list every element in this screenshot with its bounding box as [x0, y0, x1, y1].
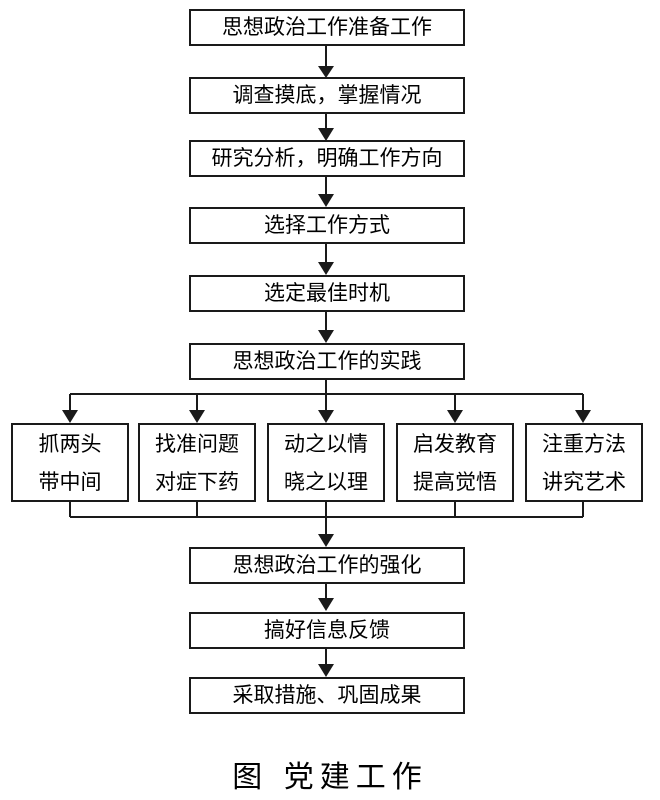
method-5-line2: 讲究艺术 [542, 469, 626, 494]
step-investigate-label: 调查摸底，掌握情况 [232, 83, 422, 107]
arrowhead [318, 194, 334, 207]
method-1-line2: 带中间 [38, 469, 102, 494]
step-practice-label: 思想政治工作的实践 [232, 349, 422, 373]
method-2-line2: 对症下药 [155, 469, 239, 494]
arrowhead [318, 598, 334, 611]
step-investigate-box: 调查摸底，掌握情况 [189, 77, 465, 114]
arrowhead [318, 66, 334, 78]
method-box-5: 注重方法 讲究艺术 [525, 423, 643, 502]
step-prepare-box: 思想政治工作准备工作 [189, 9, 465, 46]
arrowhead [318, 128, 334, 141]
step-choose-method-label: 选择工作方式 [264, 213, 390, 237]
arrowhead [318, 330, 334, 343]
arrowhead [318, 410, 334, 423]
method-box-3: 动之以情 晓之以理 [267, 423, 385, 502]
arrowhead [318, 664, 334, 677]
figure-caption: 图 党建工作 [232, 760, 428, 795]
arrowhead [447, 410, 463, 423]
method-3-line1: 动之以情 [284, 431, 368, 456]
arrowhead [62, 410, 78, 423]
step-practice-box: 思想政治工作的实践 [189, 343, 465, 380]
step-prepare-label: 思想政治工作准备工作 [222, 15, 432, 39]
step-analyze-label: 研究分析，明确工作方向 [211, 146, 443, 170]
method-1-line1: 抓两头 [38, 431, 102, 456]
method-5-line1: 注重方法 [542, 431, 626, 456]
method-4-line1: 启发教育 [413, 431, 497, 456]
method-box-4: 启发教育 提高觉悟 [396, 423, 514, 502]
step-timing-label: 选定最佳时机 [264, 281, 390, 305]
step-analyze-box: 研究分析，明确工作方向 [189, 140, 465, 177]
method-box-2: 找准问题 对症下药 [138, 423, 256, 502]
step-strengthen-box: 思想政治工作的强化 [189, 547, 465, 584]
method-3-line2: 晓之以理 [284, 469, 368, 494]
step-feedback-label: 搞好信息反馈 [264, 618, 390, 642]
step-consolidate-box: 采取措施、巩固成果 [189, 677, 465, 714]
step-feedback-box: 搞好信息反馈 [189, 612, 465, 649]
method-2-line1: 找准问题 [155, 431, 239, 456]
step-consolidate-label: 采取措施、巩固成果 [232, 683, 422, 707]
arrowhead [189, 410, 205, 423]
method-box-1: 抓两头 带中间 [11, 423, 129, 502]
step-timing-box: 选定最佳时机 [189, 275, 465, 312]
step-strengthen-label: 思想政治工作的强化 [232, 553, 422, 577]
arrowhead [318, 534, 334, 547]
arrowhead [318, 262, 334, 275]
step-choose-method-box: 选择工作方式 [189, 207, 465, 244]
method-4-line2: 提高觉悟 [413, 469, 497, 494]
arrowhead [575, 410, 591, 423]
